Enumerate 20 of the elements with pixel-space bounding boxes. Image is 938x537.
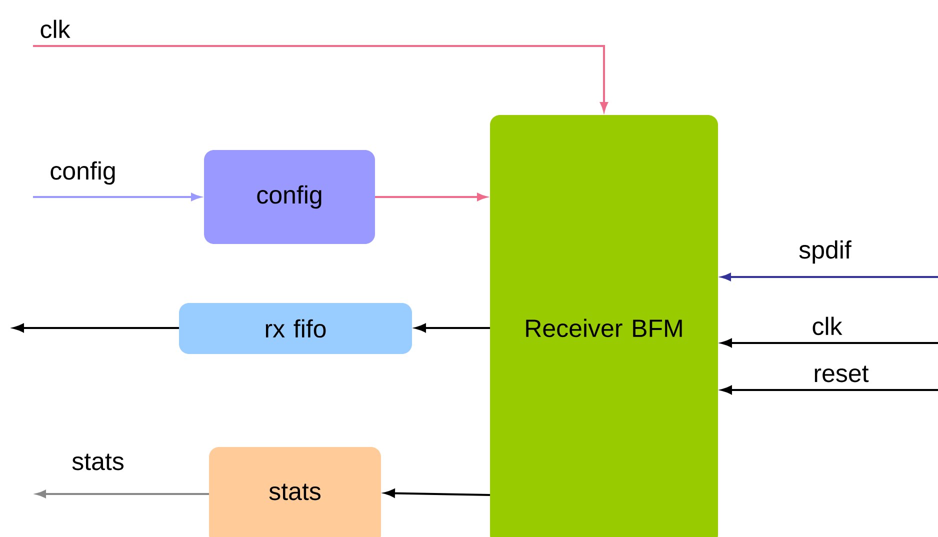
fifo-box: rx fifo: [179, 302, 412, 354]
config-box: config: [204, 150, 375, 244]
arrow: [415, 324, 490, 332]
edge-label: clk: [810, 316, 844, 336]
arrow: [721, 386, 938, 394]
arrow: [33, 193, 201, 201]
arrow: [13, 324, 179, 332]
edge-label: stats: [70, 452, 126, 472]
arrow: [721, 273, 938, 281]
arrow: [384, 488, 490, 498]
stats-box: stats: [209, 446, 381, 537]
edge-label: reset: [812, 364, 870, 384]
edge-label: config: [48, 160, 118, 186]
edge-label: clk: [38, 18, 72, 40]
arrow: [33, 44, 608, 112]
edge-label: spdif: [798, 239, 852, 265]
arrow: [36, 490, 209, 498]
receiver-block: Receiver BFM: [490, 115, 718, 537]
arrow: [721, 338, 938, 348]
arrow: [375, 193, 487, 201]
